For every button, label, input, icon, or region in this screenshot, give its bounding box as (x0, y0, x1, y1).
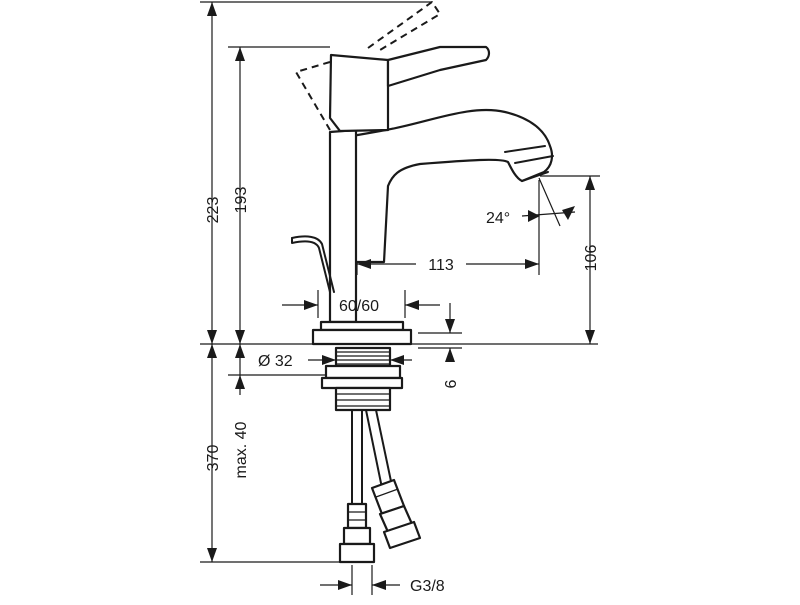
label-base-thickness: 6 (443, 379, 460, 388)
label-thread: G3/8 (410, 578, 445, 595)
lever-range-side (295, 61, 331, 131)
dimension-lines (207, 2, 595, 590)
hose-right (365, 409, 383, 489)
faucet (291, 1, 554, 346)
lower-shank (334, 386, 392, 412)
base-plate (319, 320, 405, 332)
pop-up-rod (291, 235, 335, 293)
handle-lever (386, 45, 491, 88)
supply-hoses (338, 409, 422, 564)
faucet-column (328, 128, 358, 324)
label-spray-angle: 24° (486, 210, 510, 227)
label-max-countertop: max. 40 (233, 421, 250, 478)
lever-range-up (367, 1, 441, 51)
label-hole-diameter: Ø 32 (258, 353, 293, 370)
label-projection: 113 (428, 257, 454, 274)
threaded-shank (334, 346, 392, 368)
label-outlet-height: 106 (583, 245, 600, 272)
label-hose-length: 370 (205, 445, 222, 472)
label-total-height: 223 (205, 197, 222, 224)
hose-fitting-left (342, 526, 372, 546)
label-spout-height: 193 (233, 187, 250, 214)
spout (350, 108, 554, 264)
mounting-plate (324, 364, 402, 380)
mounting-hardware (320, 346, 404, 412)
label-base-diameter: 60/60 (339, 298, 379, 315)
mounting-nut (320, 376, 404, 390)
dimension-labels: 223 193 106 113 60/60 Ø 32 6 370 max. 40… (205, 187, 600, 595)
handle-cap (328, 53, 390, 133)
